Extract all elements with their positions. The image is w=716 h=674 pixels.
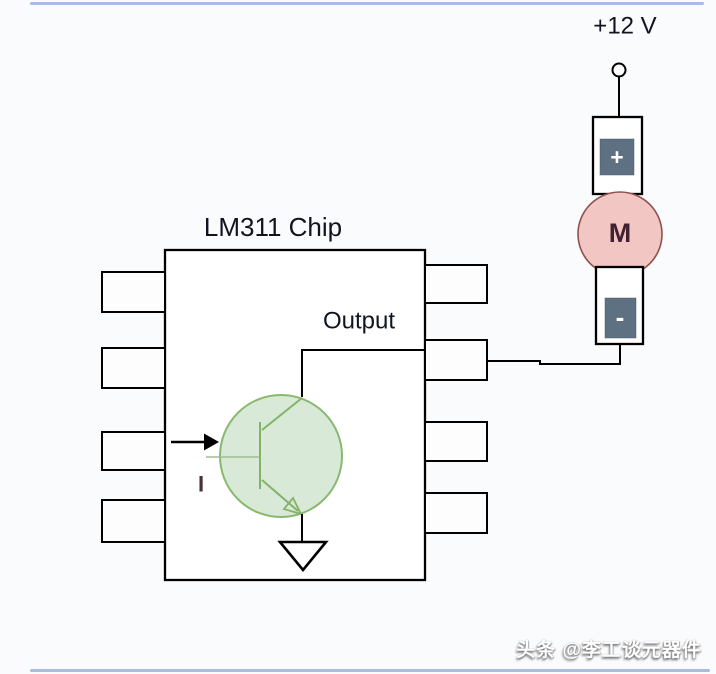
current-label: I bbox=[198, 472, 204, 497]
transistor-collector bbox=[261, 397, 303, 431]
current-arrow-icon bbox=[204, 433, 219, 451]
negative-terminal-label: - bbox=[616, 302, 625, 332]
bottom-accent-line bbox=[30, 669, 710, 672]
supply-voltage-label: +12 V bbox=[593, 13, 656, 40]
chip-pin-left-1 bbox=[101, 271, 166, 313]
negative-terminal-pad bbox=[604, 297, 637, 339]
positive-terminal-pad bbox=[599, 138, 635, 176]
chip-pin-left-3 bbox=[101, 431, 166, 471]
transistor-emitter bbox=[261, 479, 299, 512]
transistor-circle bbox=[219, 394, 343, 518]
chip-pin-right-1 bbox=[424, 264, 488, 304]
chip-pin-left-4 bbox=[101, 499, 166, 543]
positive-terminal-label: + bbox=[610, 144, 623, 170]
ground-symbol-icon bbox=[277, 540, 329, 573]
supply-terminal-icon bbox=[611, 62, 627, 78]
chip-title: LM311 Chip bbox=[204, 212, 342, 242]
motor-to-output-wire bbox=[487, 344, 621, 365]
output-label: Output bbox=[323, 308, 395, 335]
chip-pin-right-4 bbox=[424, 492, 488, 534]
emitter-arrow-icon bbox=[282, 496, 303, 516]
top-accent-line bbox=[30, 2, 704, 5]
chip-pin-right-2 bbox=[424, 339, 488, 381]
watermark-text: 头条 @李工谈元器件 bbox=[516, 640, 702, 661]
chip-pin-right-3 bbox=[424, 421, 488, 462]
chip-pin-left-2 bbox=[101, 347, 166, 389]
output-wire bbox=[301, 349, 425, 397]
motor-label: M bbox=[609, 218, 632, 248]
